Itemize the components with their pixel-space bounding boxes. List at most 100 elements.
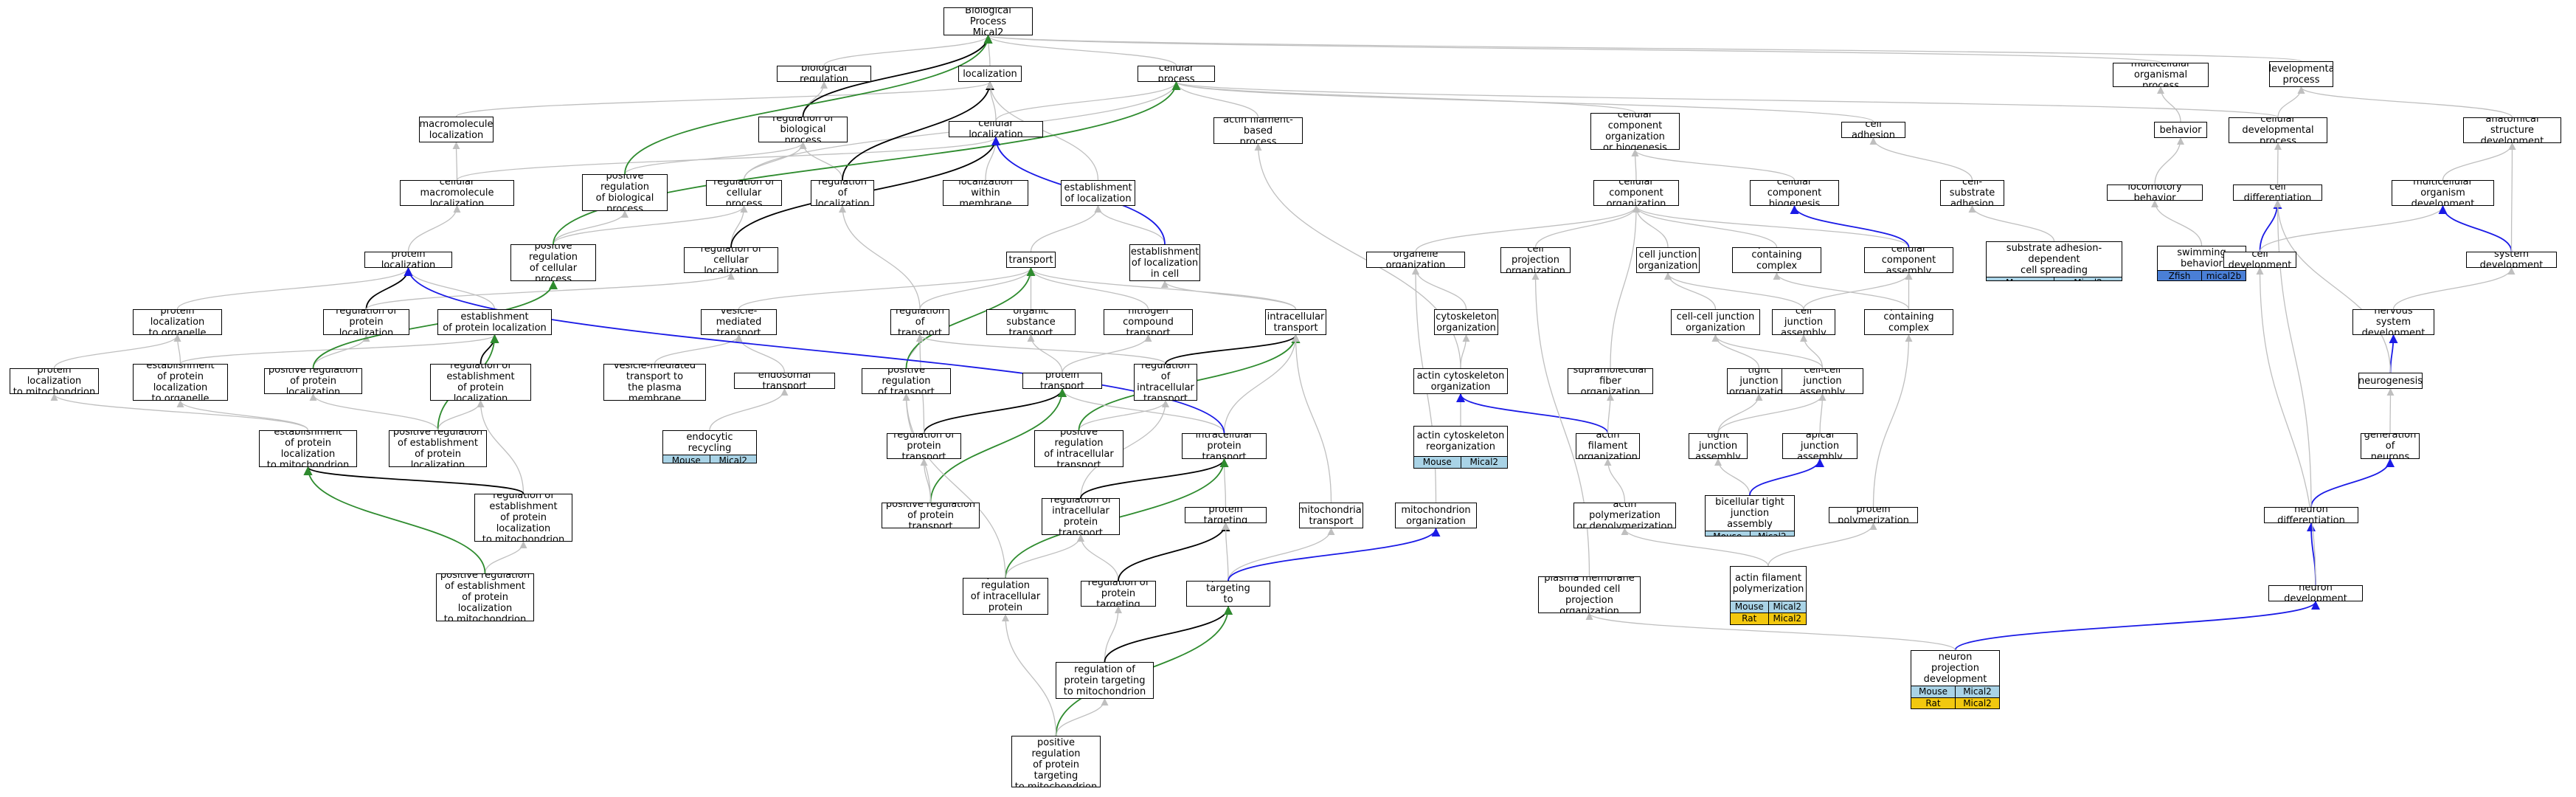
go-term-celljuncorg[interactable]: cell junction organization <box>1636 247 1700 273</box>
go-term-cellproc[interactable]: cellular process <box>1138 66 1215 82</box>
go-term-prottargetmito[interactable]: protein targeting to mitochondrion <box>1186 581 1270 607</box>
go-term-posregprottargetmito[interactable]: positive regulation of protein targeting… <box>1011 736 1101 787</box>
go-term-suprafiber[interactable]: supramolecular fiber organization <box>1568 368 1653 394</box>
go-term-actinproc[interactable]: actin filament-based process <box>1213 117 1303 144</box>
go-term-posregintratrans[interactable]: positive regulation of intracellular tra… <box>1034 430 1123 467</box>
go-term-devproc[interactable]: developmental process <box>2269 61 2333 87</box>
go-term-endotrans[interactable]: endosomal transport <box>734 373 835 389</box>
go-term-estprotloc[interactable]: establishment of protein localization <box>437 309 552 335</box>
go-term-loc[interactable]: localization <box>958 66 1022 82</box>
go-term-estprotloctomito[interactable]: establishment of protein localization to… <box>259 430 357 467</box>
go-term-bioreg[interactable]: biological regulation <box>777 66 871 82</box>
go-term-neurogenesis[interactable]: neurogenesis <box>2358 373 2423 389</box>
go-term-actinfilorg[interactable]: actin filament organization <box>1576 433 1640 459</box>
go-term-pcassembly[interactable]: protein-containing complex assembly <box>1864 309 1953 335</box>
go-term-mitoorg[interactable]: mitochondrion organization <box>1395 503 1477 528</box>
go-term-genneurons[interactable]: generation of neurons <box>2361 433 2420 459</box>
go-term-cellprojorg[interactable]: cell projection organization <box>1500 247 1571 273</box>
go-term-ccbio[interactable]: cellular component biogenesis <box>1750 180 1839 206</box>
go-term-regtrans[interactable]: regulation of transport <box>890 309 949 335</box>
go-term-posregcell[interactable]: positive regulation of cellular process <box>510 244 596 281</box>
edge-multiorgdev-to-anatdev <box>2442 142 2516 181</box>
go-term-mitotrans[interactable]: mitochondrial transport <box>1299 503 1363 528</box>
go-term-posregintraprottrans[interactable]: positive regulation of intracellular pro… <box>963 578 1048 615</box>
go-term-celldiff[interactable]: cell differentiation <box>2233 184 2322 201</box>
go-term-regprottargetmito[interactable]: regulation of protein targeting to mitoc… <box>1056 662 1154 699</box>
go-term-cytoorg[interactable]: cytoskeleton organization <box>1434 309 1498 335</box>
go-term-posregtrans[interactable]: positive regulation of transport <box>862 368 951 394</box>
go-term-multiorg[interactable]: multicellular organismal process <box>2113 63 2209 87</box>
go-term-cccjorg[interactable]: cell-cell junction organization <box>1671 309 1760 335</box>
edge-ccjassembly-to-cjassembly <box>1800 334 1824 369</box>
go-term-cellloc[interactable]: cellular localization <box>949 121 1043 137</box>
go-term-orgsubtrans[interactable]: organic substance transport <box>986 309 1076 335</box>
go-term-regintratrans[interactable]: regulation of intracellular transport <box>1134 364 1197 401</box>
go-term-locobeh[interactable]: locomotory behavior <box>2107 184 2203 201</box>
go-term-regcellproc[interactable]: regulation of cellular process <box>706 180 782 206</box>
go-term-cellsubadh[interactable]: cell-substrate adhesion <box>1940 180 2004 206</box>
go-term-posregestprotloc[interactable]: positive regulation of establishment of … <box>389 430 487 467</box>
go-term-regprottargeting[interactable]: regulation of protein targeting <box>1081 581 1156 607</box>
go-term-ccassembly[interactable]: cellular component assembly <box>1864 247 1953 273</box>
go-term-subadhspread[interactable]: substrate adhesion-dependent cell spread… <box>1986 241 2122 281</box>
go-term-intratrans[interactable]: intracellular transport <box>1265 309 1326 335</box>
go-term-ccob[interactable]: cellular component organization or bioge… <box>1590 113 1680 150</box>
go-term-cellmacroloc[interactable]: cellular macromolecule localization <box>400 180 514 206</box>
go-term-posregbio[interactable]: positive regulation of biological proces… <box>582 174 668 211</box>
go-term-protloctomito[interactable]: protein localization to mitochondrion <box>10 368 99 394</box>
go-term-regintraprottrans[interactable]: regulation of intracellular protein tran… <box>1042 498 1120 535</box>
go-term-tjassembly[interactable]: tight junction assembly <box>1689 433 1748 459</box>
go-term-regprotloc[interactable]: regulation of protein localization <box>323 309 409 335</box>
go-term-estprotloctoorg[interactable]: establishment of protein localization to… <box>133 364 228 401</box>
go-term-celldevproc[interactable]: cellular developmental process <box>2229 117 2327 143</box>
go-term-intraprottrans[interactable]: intracellular protein transport <box>1182 433 1267 459</box>
go-term-regcellloc[interactable]: regulation of cellular localization <box>684 247 778 273</box>
go-term-actinpoly[interactable]: actin polymerization or depolymerization <box>1573 503 1676 528</box>
go-term-locmemb[interactable]: localization within membrane <box>943 180 1028 206</box>
go-term-neurondiff[interactable]: neuron differentiation <box>2264 507 2358 523</box>
go-term-celladh[interactable]: cell adhesion <box>1841 122 1905 138</box>
go-term-posregprotloc[interactable]: positive regulation of protein localizat… <box>264 368 362 394</box>
go-term-bp[interactable]: Biological Process Mical2 <box>944 7 1033 35</box>
go-term-vestrans[interactable]: vesicle-mediated transport <box>701 309 777 335</box>
go-term-protloc[interactable]: protein localization <box>364 252 452 268</box>
go-term-prottargeting[interactable]: protein targeting <box>1185 507 1267 523</box>
go-term-sysdev[interactable]: system development <box>2466 252 2557 268</box>
go-term-celldev[interactable]: cell development <box>2223 252 2296 268</box>
go-term-neurondev[interactable]: neuron development <box>2268 585 2363 601</box>
go-term-nitrotrans[interactable]: nitrogen compound transport <box>1104 309 1193 335</box>
go-term-multiorgdev[interactable]: multicellular organism development <box>2392 180 2494 206</box>
go-term-estloc[interactable]: establishment of localization <box>1061 180 1135 206</box>
go-term-posregestprotloctomito[interactable]: positive regulation of establishment of … <box>436 573 534 621</box>
go-term-protpoly[interactable]: protein polymerization <box>1829 507 1918 523</box>
go-term-nsdev[interactable]: nervous system development <box>2352 309 2434 335</box>
go-term-regestprotloctomito[interactable]: regulation of establishment of protein l… <box>474 494 572 542</box>
go-term-regbio[interactable]: regulation of biological process <box>758 117 848 142</box>
go-term-protcomplexorg[interactable]: protein-containing complex organization <box>1732 247 1821 273</box>
go-term-regloc[interactable]: regulation of localization <box>811 180 874 206</box>
go-term-cco[interactable]: cellular component organization <box>1593 180 1679 206</box>
go-term-prottrans[interactable]: protein transport <box>1022 373 1102 389</box>
go-term-regprottrans[interactable]: regulation of protein transport <box>887 433 961 459</box>
go-term-apicaljunc[interactable]: apical junction assembly <box>1782 433 1857 459</box>
go-term-pmbcproj[interactable]: plasma membrane bounded cell projection … <box>1538 576 1641 613</box>
go-term-vestransplasma[interactable]: vesicle-mediated transport to the plasma… <box>603 364 706 401</box>
go-term-orgorg[interactable]: organelle organization <box>1366 252 1465 268</box>
go-term-ccjassembly[interactable]: cell-cell junction assembly <box>1782 368 1863 394</box>
go-term-regestprotloc[interactable]: regulation of establishment of protein l… <box>430 364 531 401</box>
go-term-transport[interactable]: transport <box>1006 252 1056 268</box>
go-term-estlocincell[interactable]: establishment of localization in cell <box>1129 244 1200 281</box>
go-term-behavior[interactable]: behavior <box>2154 122 2207 138</box>
go-term-posregprottrans[interactable]: positive regulation of protein transport <box>882 503 980 528</box>
go-term-cjassembly[interactable]: cell junction assembly <box>1772 309 1835 335</box>
go-term-actincytoorg[interactable]: actin cytoskeleton organization <box>1413 368 1508 394</box>
go-term-protloctoorg[interactable]: protein localization to organelle <box>133 309 222 335</box>
go-term-tjorg[interactable]: tight junction organization <box>1727 368 1791 394</box>
go-term-anatdev[interactable]: anatomical structure development <box>2463 117 2561 143</box>
go-term-macroloc[interactable]: macromolecule localization <box>419 117 494 142</box>
